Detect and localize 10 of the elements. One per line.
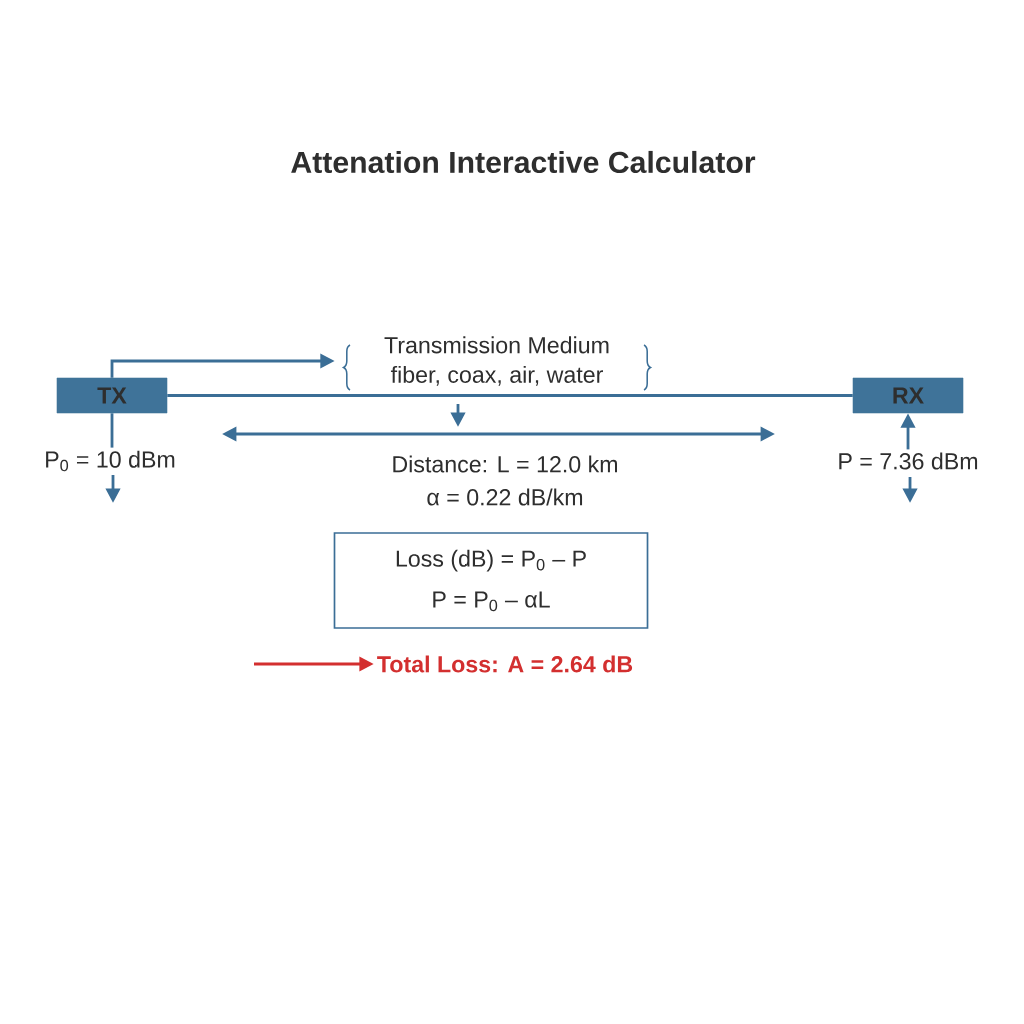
formula-box: Loss (dB) = P$_{0}$ – P P = P$_{0}$ – αL [333, 532, 649, 629]
distance-label: Distance: L = 12.0 km [393, 455, 617, 473]
device-box: RX [852, 377, 964, 414]
device-box: TX [56, 377, 168, 414]
power-label: P$_{0}$ = 10 dBm [46, 450, 175, 472]
medium-label: Transmission Medium fiber, coax, air, water [384, 336, 609, 386]
result-label: Total Loss: A = 2.64 dB [377, 655, 633, 673]
distance-label: α = 0.22 dB/km [427, 488, 583, 506]
power-label: P = 7.36 dBm [839, 452, 978, 470]
title: Attenation Interactive Calculator [291, 150, 756, 174]
